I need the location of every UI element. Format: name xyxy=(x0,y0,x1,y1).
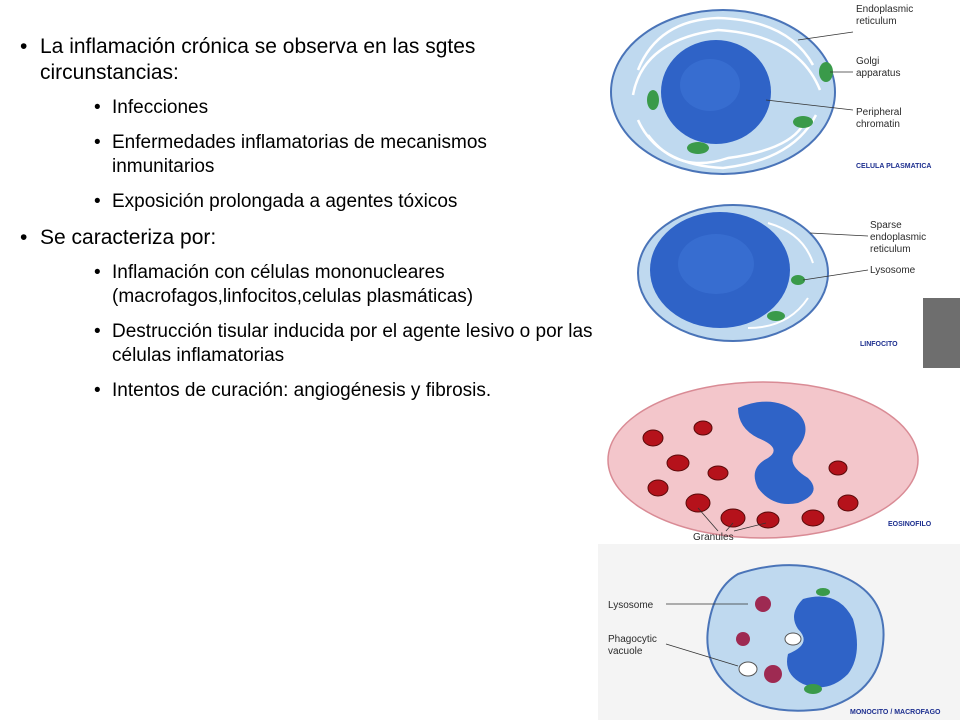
sub-bullet-list: • Infecciones • Enfermedades inflamatorias… xyxy=(94,96,593,214)
bullet-icon: • xyxy=(94,97,101,118)
lysosome-label: Lysosome xyxy=(608,600,654,611)
endoplasmic-reticulum-icon xyxy=(631,16,822,170)
lymphocyte-caption: LINFOCITO xyxy=(860,341,898,348)
eosinophil-figure: Granules EOSINOFILO xyxy=(598,368,960,544)
sparse-er-icon xyxy=(747,222,814,329)
sub-bullet-text: Intentos de curación: angiogénesis y fib… xyxy=(112,380,492,401)
bullet-icon: • xyxy=(94,321,101,342)
eosinophil-caption: EOSINOFILO xyxy=(888,521,932,528)
bullet-item: • Se caracteriza por: • Inflamación con c… xyxy=(18,225,593,403)
label-lines xyxy=(665,603,748,667)
sub-bullet-item: • Enfermedades inflamatorias de mecanismo… xyxy=(94,131,593,179)
bullet-icon: • xyxy=(20,35,28,58)
sub-bullet-text: Destrucción tisular inducida por el agen… xyxy=(112,321,593,366)
sub-bullet-text: Inflamación con células mononucleares (m… xyxy=(112,262,474,307)
bullet-text: La inflamación crónica se observa en las… xyxy=(40,35,476,84)
sub-bullet-item: • Exposición prolongada a agentes tóxicos xyxy=(94,190,593,214)
lysosome-icon xyxy=(767,275,805,321)
bullet-item: • La inflamación crónica se observa en l… xyxy=(18,34,593,214)
sub-bullet-text: Enfermedades inflamatorias de mecanismos… xyxy=(112,132,487,177)
macrophage-caption: MONOCITO / MACROFAGO xyxy=(850,709,941,716)
mitochondria-icon xyxy=(804,588,830,694)
sub-bullet-list: • Inflamación con células mononucleares (… xyxy=(94,261,593,403)
sub-bullet-item: • Infecciones xyxy=(94,96,593,120)
lysosome-label: Lysosome xyxy=(870,265,916,276)
golgi-icon xyxy=(647,62,833,154)
granules-label: Granules xyxy=(693,532,734,543)
plasma-cell-caption: CELULA PLASMATICA xyxy=(856,163,931,170)
sub-bullet-item: • Inflamación con células mononucleares (… xyxy=(94,261,593,309)
label-lines xyxy=(765,31,854,111)
lysosome-icon xyxy=(736,596,782,683)
sub-bullet-item: • Destrucción tisular inducida por el age… xyxy=(94,320,593,368)
phagocytic-vacuole-icon xyxy=(738,632,802,677)
label-lines xyxy=(697,507,767,532)
photo-fragment xyxy=(923,298,960,368)
bullet-icon: • xyxy=(94,380,101,401)
bullet-list: • La inflamación crónica se observa en l… xyxy=(18,34,593,403)
sub-bullet-text: Exposición prolongada a agentes tóxicos xyxy=(112,191,458,212)
text-content: • La inflamación crónica se observa en l… xyxy=(18,34,593,414)
eosinophil-nucleus xyxy=(738,401,814,504)
bullet-icon: • xyxy=(94,262,101,283)
sub-bullet-text: Infecciones xyxy=(112,97,209,118)
label-lines xyxy=(802,232,869,281)
bullet-text: Se caracteriza por: xyxy=(40,226,217,249)
bullet-icon: • xyxy=(20,226,28,249)
bullet-icon: • xyxy=(94,191,101,212)
bullet-icon: • xyxy=(94,132,101,153)
macrophage-nucleus xyxy=(787,596,857,688)
sub-bullet-item: • Intentos de curación: angiogénesis y fi… xyxy=(94,379,593,403)
granule-icon xyxy=(642,420,859,529)
